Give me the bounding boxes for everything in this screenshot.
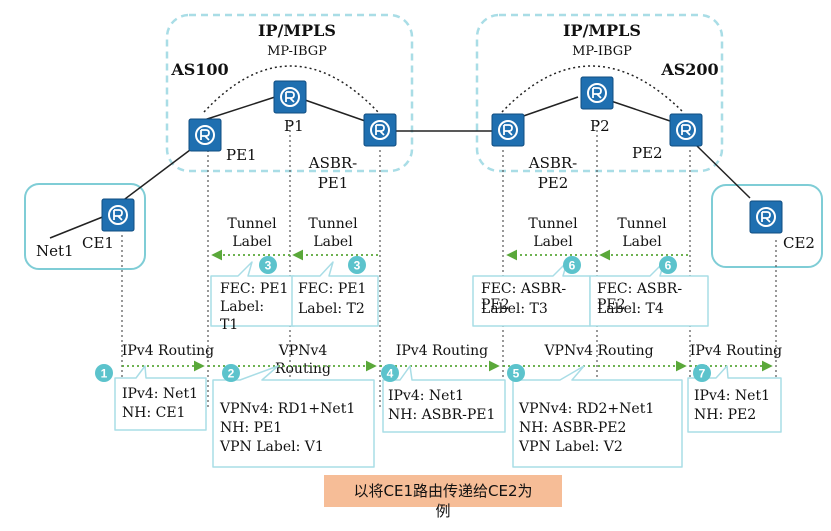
- tunnel-fec-3b: PE2: [481, 297, 510, 313]
- routing-callout-2: VPNv4: RD1+Net1 NH: PE1 VPN Label: V1: [212, 365, 375, 468]
- routing-title-4: VPNv4 Routing: [543, 343, 653, 359]
- caption-continuation: 例: [324, 500, 562, 521]
- routing-2-line-1: VPNv4: RD1+Net1: [219, 401, 355, 417]
- caption-box: 以将CE1路由传递给CE2为: [324, 475, 562, 507]
- node-label-ce1: CE1: [82, 234, 114, 252]
- caption-line-2: 例: [435, 502, 451, 520]
- routing-step-4: 4: [387, 367, 394, 381]
- tunnel-callout-2: FEC: PE1 Label: T2: [291, 261, 379, 327]
- routing-step-2: 2: [228, 367, 235, 381]
- router-icon-pe2: [669, 113, 703, 147]
- routing-step-7: 7: [699, 367, 706, 381]
- routing-2-line-2: NH: PE1: [220, 420, 282, 436]
- tunnel-fec-2: FEC: PE1: [298, 281, 366, 297]
- routing-step-1: 1: [101, 367, 108, 381]
- tunnel-title-2a: Tunnel: [308, 216, 358, 232]
- tunnel-callout-3: FEC: ASBR- PE2 Label: T3: [472, 261, 591, 327]
- routing-4-line-2: NH: ASBR-PE2: [519, 420, 626, 436]
- tunnel-step-1: 3: [265, 259, 272, 273]
- site-box-ce2: [711, 184, 823, 268]
- tunnel-callout-1: FEC: PE1 Label: T1: [210, 261, 295, 333]
- node-label-pe1: PE1: [226, 146, 257, 164]
- node-label-net1: Net1: [36, 242, 74, 260]
- drop-lines: [121, 120, 777, 410]
- tunnel-title-2b: Label: [313, 234, 353, 250]
- node-label-asbr-pe2-a: ASBR-: [528, 154, 578, 172]
- tunnel-fec-1: FEC: PE1: [220, 281, 288, 297]
- routing-5-line-1: IPv4: Net1: [694, 388, 770, 404]
- domain-box-as200: [475, 13, 724, 173]
- node-label-ce2: CE2: [783, 234, 815, 252]
- routing-title-2a: VPNv4: [278, 343, 328, 359]
- tunnel-callout-4: FEC: ASBR- PE2 Label: T4: [589, 261, 709, 327]
- routing-title-5: IPv4 Routing: [690, 343, 782, 359]
- router-icon-pe1: [188, 118, 222, 152]
- routing-1-line-1: IPv4: Net1: [122, 386, 198, 402]
- routing-callout-3: IPv4: Net1 NH: ASBR-PE1: [382, 365, 506, 433]
- routing-callout-4: VPNv4: RD2+Net1 NH: ASBR-PE2 VPN Label: …: [512, 365, 683, 468]
- router-icon-p1: [273, 80, 307, 114]
- site-box-ce1: [24, 183, 146, 270]
- routing-1-line-2: NH: CE1: [122, 405, 185, 421]
- node-label-asbr-pe2-b: PE2: [538, 174, 569, 192]
- routing-step-circles: 1 2 4 5 7: [95, 364, 711, 382]
- tunnel-title-1a: Tunnel: [227, 216, 277, 232]
- routing-step-5: 5: [513, 367, 520, 381]
- node-label-p2: P2: [590, 117, 610, 135]
- domain-subtitle-left: MP-IBGP: [267, 44, 327, 59]
- routing-5-line-2: NH: PE2: [694, 407, 756, 423]
- routing-4-line-1: VPNv4: RD2+Net1: [518, 401, 654, 417]
- tunnel-step-circles: 3 3 6 6: [259, 256, 677, 274]
- router-icon-p2: [580, 76, 614, 110]
- tunnel-fec-4b: PE2: [597, 297, 626, 313]
- tunnel-title-4b: Label: [622, 234, 662, 250]
- router-icon-asbr-pe2: [491, 113, 525, 147]
- routing-callout-5: IPv4: Net1 NH: PE2: [687, 365, 782, 433]
- domain-title-right: IP/MPLS: [563, 21, 641, 40]
- routing-4-line-3: VPN Label: V2: [518, 439, 623, 455]
- tunnel-label-3: Label: T3: [481, 301, 548, 317]
- routing-2-line-3: VPN Label: V1: [219, 439, 324, 455]
- tunnel-step-2: 3: [354, 259, 361, 273]
- as-label-right: AS200: [660, 60, 718, 79]
- as-label-left: AS100: [170, 60, 228, 79]
- tunnel-label-1a: Label:: [220, 299, 264, 315]
- routing-title-2b: Routing: [275, 361, 331, 377]
- tunnel-title-3b: Label: [533, 234, 573, 250]
- routing-title-3: IPv4 Routing: [396, 343, 488, 359]
- node-label-asbr-pe1-a: ASBR-: [308, 154, 358, 172]
- tunnel-label-4: Label: T4: [597, 301, 664, 317]
- tunnel-step-3: 6: [569, 259, 576, 273]
- caption-line-1: 以将CE1路由传递给CE2为: [353, 482, 533, 500]
- ibgp-arc-as100: [203, 65, 379, 113]
- tunnel-title-3a: Tunnel: [528, 216, 578, 232]
- routing-callout-1: IPv4: Net1 NH: CE1: [114, 365, 207, 431]
- tunnel-fec-4: FEC: ASBR-: [597, 281, 682, 297]
- routing-3-line-1: IPv4: Net1: [388, 388, 464, 404]
- node-label-p1: P1: [284, 117, 304, 135]
- tunnel-label-1b: T1: [220, 317, 238, 333]
- routing-3-line-2: NH: ASBR-PE1: [388, 407, 495, 423]
- domain-subtitle-right: MP-IBGP: [572, 44, 632, 59]
- node-label-pe2: PE2: [632, 144, 663, 162]
- tunnel-fec-3: FEC: ASBR-: [481, 281, 566, 297]
- tunnel-step-4: 6: [665, 259, 672, 273]
- router-icon-ce1: [101, 198, 135, 232]
- router-icon-asbr-pe1: [363, 113, 397, 147]
- routing-title-1: IPv4 Routing: [122, 343, 214, 359]
- domain-title-left: IP/MPLS: [258, 21, 336, 40]
- tunnel-label-2: Label: T2: [298, 301, 365, 317]
- router-icon-ce2: [749, 200, 783, 234]
- tunnel-title-1b: Label: [232, 234, 272, 250]
- tunnel-title-4a: Tunnel: [617, 216, 667, 232]
- node-label-asbr-pe1-b: PE1: [318, 174, 349, 192]
